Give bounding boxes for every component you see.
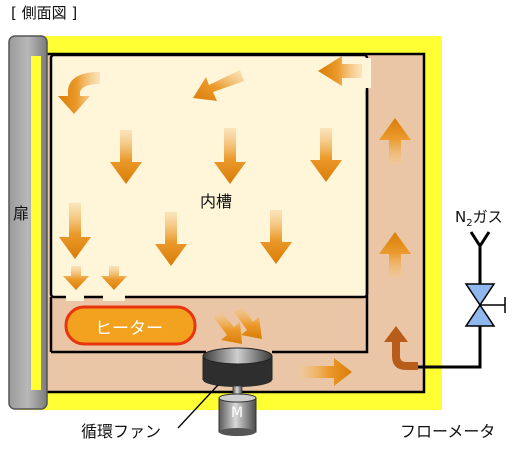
down-arrow-icon	[260, 210, 292, 264]
gas-label-suffix: ガス	[472, 208, 503, 226]
door-label: 扉	[13, 204, 30, 223]
bottom-partition-right	[272, 297, 369, 354]
vent-gap-2	[103, 293, 125, 301]
down-arrow-icon	[63, 266, 89, 290]
heater	[64, 305, 197, 346]
diagonal-arrow-icon	[234, 307, 262, 339]
up-arrow-icon	[379, 118, 411, 164]
airflow-arrows-down	[59, 128, 342, 290]
gas-label: N2ガス	[455, 206, 503, 229]
motor-label: M	[231, 405, 244, 421]
vent-gap-1	[66, 293, 84, 301]
gas-inlet-fork	[469, 231, 491, 249]
left-arrow-icon	[318, 56, 362, 86]
fan-leader-line	[177, 384, 219, 429]
down-arrow-icon	[310, 128, 342, 182]
down-arrow-icon	[155, 212, 187, 266]
gas-label-subscript: 2	[466, 218, 473, 229]
heater-label: ヒーター	[95, 319, 163, 339]
needle-valve-icon	[464, 283, 506, 327]
door-yellow-seal	[31, 56, 41, 390]
fan-icon	[202, 347, 273, 387]
up-arrow-icon	[379, 232, 411, 278]
inner-chamber-label: 内槽	[200, 192, 233, 211]
right-arrow-icon	[300, 358, 352, 386]
diagonal-arrow-icon	[193, 70, 244, 101]
flowmeter-label: フローメータ	[400, 422, 496, 441]
motor-icon	[218, 393, 257, 436]
top-vent-gap	[363, 58, 371, 88]
down-arrow-icon	[214, 128, 246, 184]
down-arrow-icon	[110, 130, 142, 184]
curved-arrow-icon	[58, 72, 100, 114]
curved-arrow-icon	[384, 326, 418, 370]
gas-label-n: N	[455, 208, 467, 226]
down-arrow-icon	[59, 203, 91, 259]
diagonal-arrow-icon	[214, 312, 242, 344]
diagram-title: [ 側面図 ]	[11, 4, 78, 22]
gas-pipe	[418, 325, 482, 369]
down-arrow-icon	[101, 266, 127, 290]
fan-label: 循環ファン	[81, 422, 162, 441]
